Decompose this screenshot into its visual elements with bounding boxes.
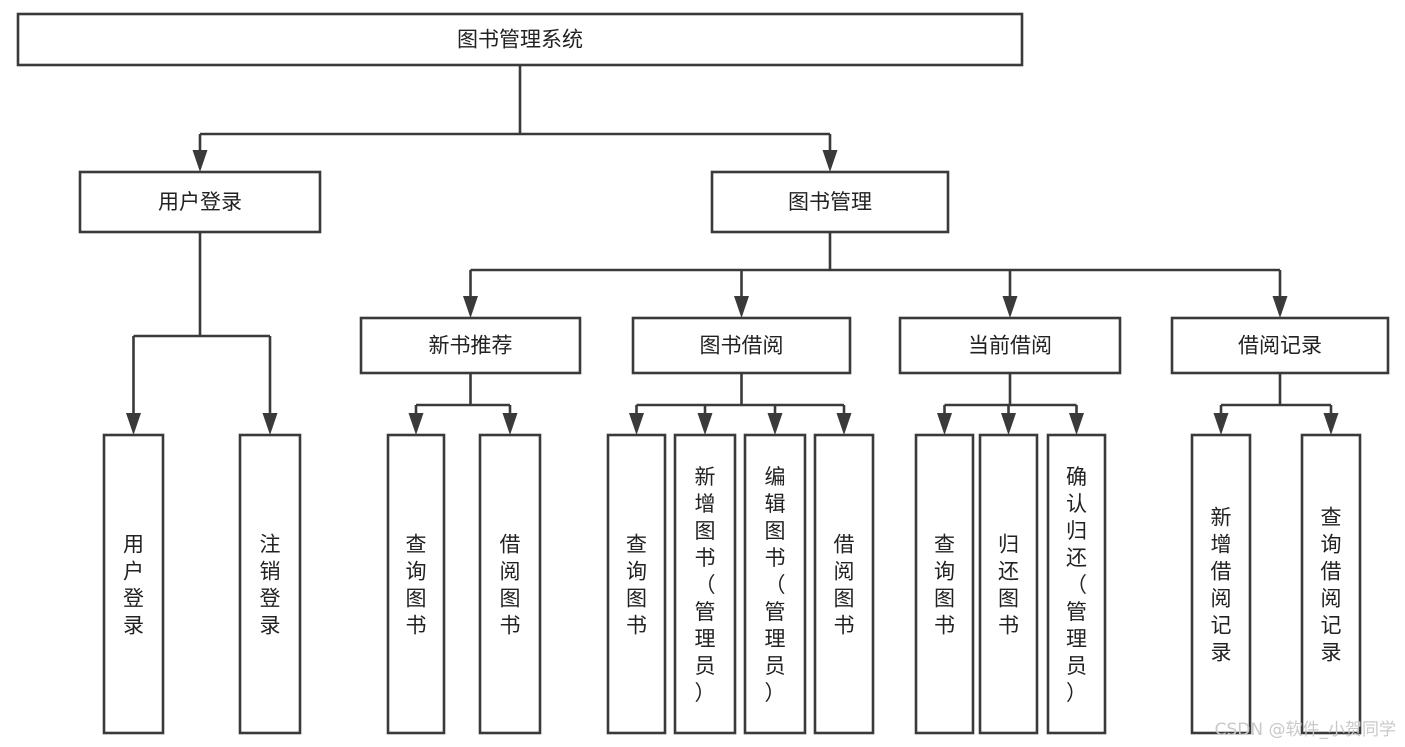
arrow-head-icon	[836, 413, 852, 435]
arrow-head-icon	[1213, 413, 1229, 435]
node-leaf-add-record-label: 新增借阅记录	[1211, 506, 1232, 665]
node-leaf-add-book-label: 新增图书（管理员）	[695, 465, 716, 705]
node-leaf-query-book-1-label: 查询图书	[406, 533, 427, 638]
node-leaf-borrow-book-2-box	[813, 433, 875, 735]
connector-layer	[126, 65, 1339, 435]
arrow-head-icon	[1002, 296, 1018, 318]
arrow-head-icon	[767, 413, 783, 435]
node-leaf-user-login[interactable]: 用户登录	[102, 433, 165, 735]
arrow-head-icon	[1069, 413, 1084, 435]
node-user-login[interactable]: 用户登录	[78, 170, 322, 234]
node-leaf-borrow-book-1-label: 借阅图书	[500, 533, 521, 638]
node-user-login-label: 用户登录	[158, 190, 242, 214]
node-leaf-add-record-box	[1190, 433, 1252, 735]
node-leaf-logout-login[interactable]: 注销登录	[238, 433, 302, 735]
arrow-head-icon	[192, 150, 208, 172]
node-borrow-record-label: 借阅记录	[1238, 334, 1322, 358]
node-new-book-recommend-label: 新书推荐	[429, 334, 513, 358]
node-leaf-return-book-label: 归还图书	[998, 533, 1019, 638]
node-leaf-confirm-return-label: 确认归还（管理员）	[1066, 465, 1087, 705]
node-leaf-borrow-book-1[interactable]: 借阅图书	[478, 433, 542, 735]
arrow-head-icon	[463, 296, 478, 318]
node-leaf-edit-book[interactable]: 编辑图书（管理员）	[743, 433, 807, 735]
node-book-management-label: 图书管理	[788, 190, 872, 214]
csdn-watermark: CSDN @软件_小贺同学	[1215, 720, 1396, 740]
node-leaf-query-book-1[interactable]: 查询图书	[386, 433, 446, 735]
node-leaf-borrow-book-2-label: 借阅图书	[834, 533, 855, 638]
node-new-book-recommend-box	[359, 316, 582, 375]
node-layer: 图书管理系统用户登录图书管理新书推荐图书借阅当前借阅借阅记录用户登录注销登录查询…	[16, 12, 1390, 735]
node-root-图书管理系统-box	[16, 12, 1024, 67]
arrow-head-icon	[408, 413, 424, 435]
node-leaf-edit-book-box	[743, 433, 807, 735]
arrow-head-icon	[262, 413, 278, 435]
arrow-head-icon	[937, 413, 952, 435]
arrow-head-icon	[822, 150, 838, 172]
node-new-book-recommend[interactable]: 新书推荐	[359, 316, 582, 375]
node-leaf-query-record-label: 查询借阅记录	[1321, 506, 1342, 665]
node-leaf-add-book-box	[673, 433, 737, 735]
node-leaf-borrow-book-2[interactable]: 借阅图书	[813, 433, 875, 735]
node-leaf-add-record[interactable]: 新增借阅记录	[1190, 433, 1252, 735]
node-book-management-box	[710, 170, 950, 234]
node-current-borrow[interactable]: 当前借阅	[898, 316, 1122, 375]
node-leaf-return-book[interactable]: 归还图书	[978, 433, 1039, 735]
node-current-borrow-box	[898, 316, 1122, 375]
node-leaf-borrow-book-1-box	[478, 433, 542, 735]
arrow-head-icon	[502, 413, 518, 435]
arrow-head-icon	[697, 413, 713, 435]
arrow-head-icon	[1323, 413, 1339, 435]
arrow-head-icon	[629, 413, 644, 435]
node-book-borrow[interactable]: 图书借阅	[631, 316, 852, 375]
node-root-图书管理系统[interactable]: 图书管理系统	[16, 12, 1024, 67]
node-leaf-return-book-box	[978, 433, 1039, 735]
arrow-head-icon	[734, 296, 749, 318]
node-book-borrow-label: 图书借阅	[700, 334, 784, 358]
node-leaf-user-login-box	[102, 433, 165, 735]
node-leaf-query-book-2-box	[606, 433, 667, 735]
node-leaf-query-record-box	[1300, 433, 1362, 735]
node-leaf-confirm-return-box	[1046, 433, 1107, 735]
arrow-head-icon	[1272, 296, 1288, 318]
node-leaf-query-book-1-box	[386, 433, 446, 735]
node-leaf-user-login-label: 用户登录	[123, 533, 144, 638]
node-leaf-query-book-3-label: 查询图书	[934, 533, 955, 638]
node-leaf-logout-login-label: 注销登录	[260, 533, 281, 638]
node-current-borrow-label: 当前借阅	[968, 334, 1052, 358]
arrow-head-icon	[1001, 413, 1016, 435]
node-book-borrow-box	[631, 316, 852, 375]
arrow-head-icon	[126, 413, 141, 435]
node-borrow-record-box	[1170, 316, 1390, 375]
node-user-login-box	[78, 170, 322, 234]
node-leaf-query-book-3[interactable]: 查询图书	[914, 433, 975, 735]
node-borrow-record[interactable]: 借阅记录	[1170, 316, 1390, 375]
node-leaf-add-book[interactable]: 新增图书（管理员）	[673, 433, 737, 735]
node-leaf-confirm-return[interactable]: 确认归还（管理员）	[1046, 433, 1107, 735]
node-root-图书管理系统-label: 图书管理系统	[457, 28, 583, 52]
node-book-management[interactable]: 图书管理	[710, 170, 950, 234]
node-leaf-query-book-3-box	[914, 433, 975, 735]
node-leaf-query-book-2-label: 查询图书	[626, 533, 647, 638]
node-leaf-edit-book-label: 编辑图书（管理员）	[765, 465, 786, 705]
node-leaf-query-record[interactable]: 查询借阅记录	[1300, 433, 1362, 735]
node-leaf-logout-login-box	[238, 433, 302, 735]
node-leaf-query-book-2[interactable]: 查询图书	[606, 433, 667, 735]
